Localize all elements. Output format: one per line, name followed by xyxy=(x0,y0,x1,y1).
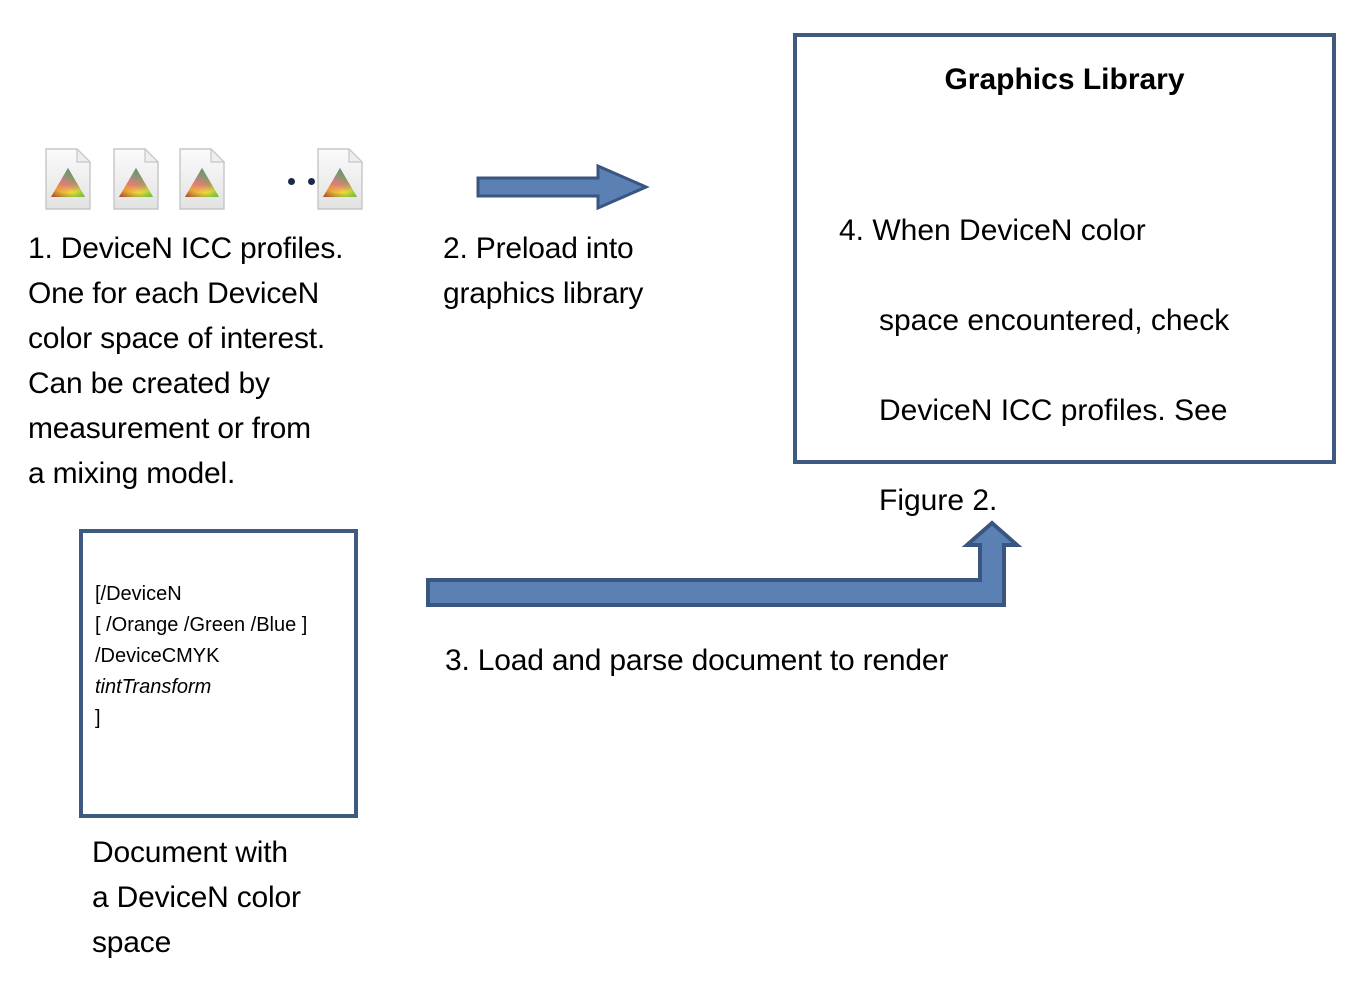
code-line-2: [ /Orange /Green /Blue ] xyxy=(95,614,308,636)
document-code-box: [/DeviceN [ /Orange /Green /Blue ] /Devi… xyxy=(79,529,358,818)
icc-profile-icon-row xyxy=(45,148,375,214)
icc-profile-file-icon xyxy=(45,148,91,210)
ellipsis-dot xyxy=(308,178,315,185)
code-line-4: tintTransform xyxy=(95,676,212,698)
graphics-library-box: Graphics Library 4. When DeviceN color s… xyxy=(793,33,1336,517)
load-parse-bent-arrow xyxy=(426,520,1023,607)
document-caption: Document with a DeviceN color space xyxy=(92,836,301,959)
code-line-1: [/DeviceN xyxy=(95,583,182,605)
devicen-code-snippet: [/DeviceN [ /Orange /Green /Blue ] /Devi… xyxy=(95,579,355,734)
step2-description: 2. Preload into graphics library xyxy=(443,232,644,310)
code-line-5: ] xyxy=(95,707,101,729)
preload-right-arrow xyxy=(476,163,650,211)
step1-description: 1. DeviceN ICC profiles. One for each De… xyxy=(28,232,344,490)
icc-profile-file-icon xyxy=(179,148,225,210)
step4-line-1: 4. When DeviceN color xyxy=(839,214,1146,247)
ellipsis-dot xyxy=(288,178,295,185)
step4-line-3: DeviceN ICC profiles. See xyxy=(879,394,1228,427)
step4-description: 4. When DeviceN color space encountered,… xyxy=(839,163,1309,568)
icc-profile-file-icon xyxy=(317,148,363,210)
step4-line-2: space encountered, check xyxy=(879,304,1230,337)
code-line-3: /DeviceCMYK xyxy=(95,645,220,667)
icc-profile-file-icon xyxy=(113,148,159,210)
graphics-library-title: Graphics Library xyxy=(944,63,1185,96)
step3-description: 3. Load and parse document to render xyxy=(445,644,949,677)
step4-line-4: Figure 2. xyxy=(879,484,998,517)
